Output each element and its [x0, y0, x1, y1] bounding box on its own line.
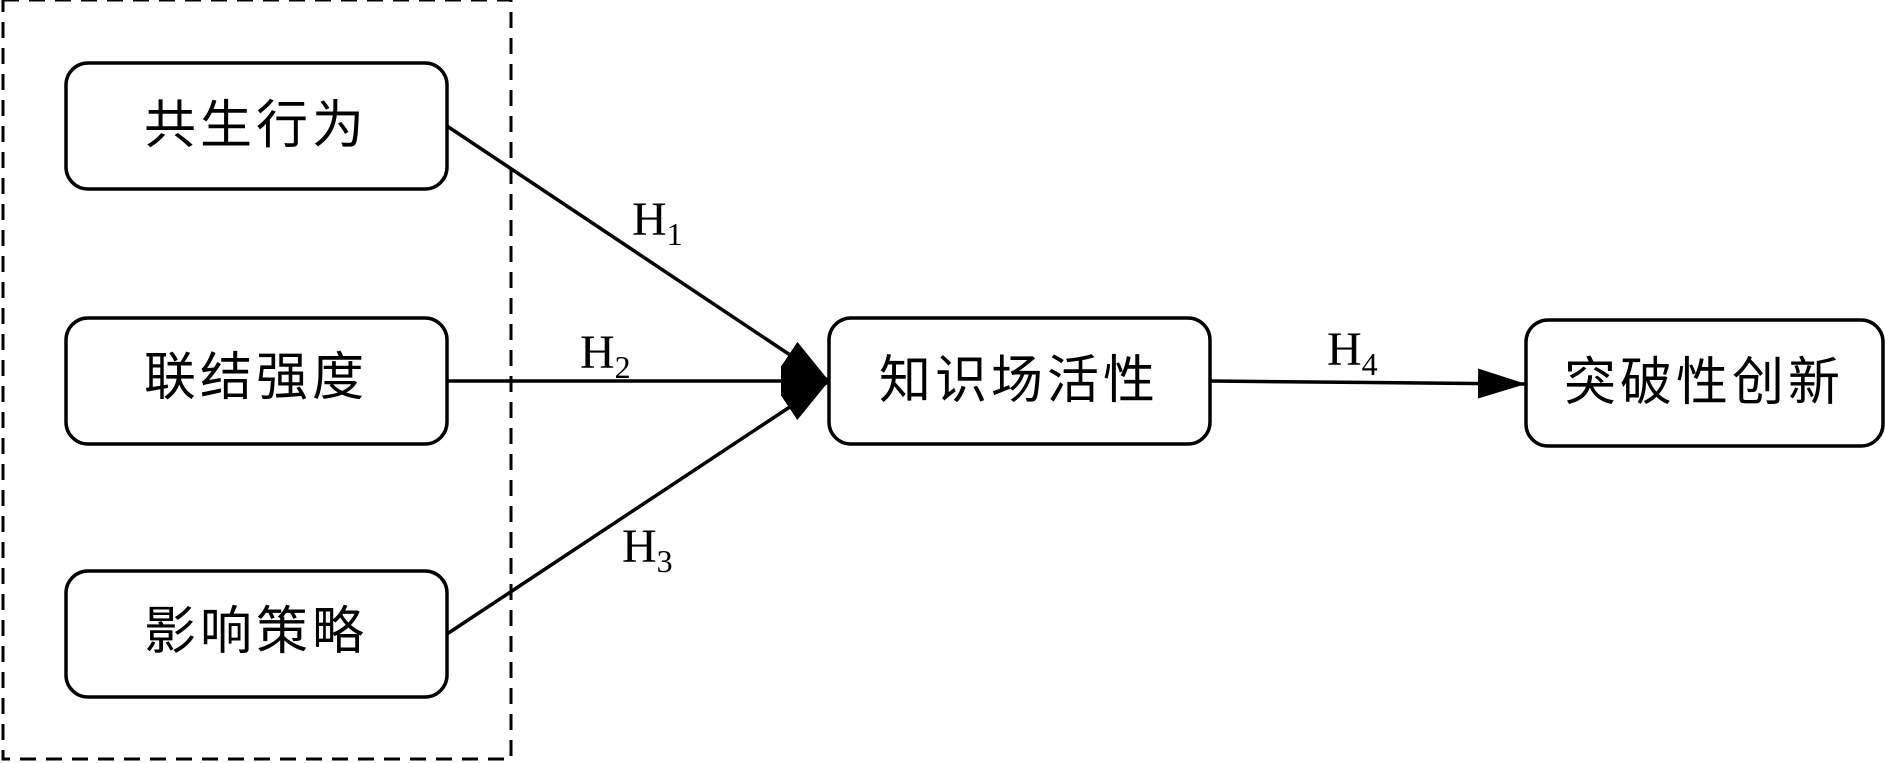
arrow-h4	[1209, 368, 1527, 399]
node-breakthrough-innovation-label: 突破性创新	[1564, 353, 1844, 413]
node-symbiotic-behavior-label: 共生行为	[144, 96, 368, 156]
node-influence-strategy-label: 影响策略	[144, 602, 368, 662]
node-symbiotic-behavior: 共生行为	[64, 61, 449, 191]
node-breakthrough-innovation: 突破性创新	[1524, 318, 1885, 448]
label-h1: H1	[632, 193, 683, 252]
arrow-h3	[446, 379, 830, 636]
node-knowledge-field-activity: 知识场活性	[827, 316, 1212, 446]
node-knowledge-field-activity-label: 知识场活性	[879, 351, 1159, 411]
node-influence-strategy: 影响策略	[64, 569, 449, 699]
arrow-h1	[446, 124, 830, 383]
node-connection-strength-label: 联结强度	[144, 348, 368, 408]
label-h2: H2	[580, 326, 631, 385]
node-connection-strength: 联结强度	[64, 316, 449, 446]
label-h3: H3	[622, 520, 673, 579]
label-h4: H4	[1327, 323, 1378, 382]
